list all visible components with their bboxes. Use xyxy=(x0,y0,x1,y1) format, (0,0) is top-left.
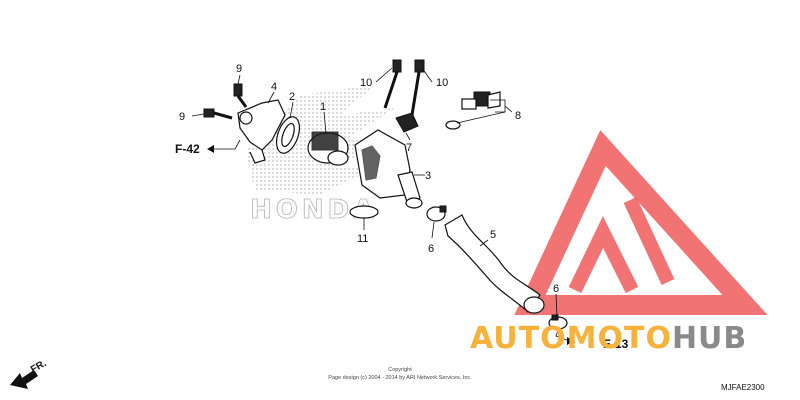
part-6-hose-clamp-upper xyxy=(426,205,447,222)
callout-3: 3 xyxy=(425,170,431,182)
leader-lines xyxy=(191,67,576,345)
part-10-bolt-right xyxy=(410,59,425,116)
callout-2: 2 xyxy=(289,91,295,103)
part-2-gasket xyxy=(275,116,301,154)
part-4-thermostat-cover xyxy=(237,99,286,164)
watermark-word-moto: MOTO xyxy=(567,321,672,356)
front-direction-arrow: FR. xyxy=(10,358,49,389)
callout-4: 4 xyxy=(271,81,277,93)
callout-8: 8 xyxy=(515,110,521,122)
part-9-bolt-left xyxy=(203,108,233,120)
part-11-o-ring xyxy=(349,205,379,219)
svg-text:AUTOMOTOHUB: AUTOMOTOHUB xyxy=(470,321,747,356)
diagram-code: MJFAE2300 xyxy=(721,383,765,392)
part-3-thermostat-housing xyxy=(354,129,423,209)
watermark-word-auto: AUTO xyxy=(470,321,567,356)
copyright-line-1: Copyright xyxy=(388,367,412,373)
part-10-bolt-left xyxy=(383,59,402,109)
callout-10-right: 10 xyxy=(436,77,448,89)
part-6-hose-clamp-lower xyxy=(548,314,568,330)
part-7-bracket xyxy=(395,112,419,133)
callout-11: 11 xyxy=(357,233,368,245)
watermark-triangle-logo xyxy=(514,130,768,315)
copyright-line-2: Page design (c) 2004 - 2014 by ARI Netwo… xyxy=(328,375,472,381)
callout-5: 5 xyxy=(490,229,496,241)
callout-9-left: 9 xyxy=(179,111,185,123)
part-5-water-hose xyxy=(444,214,545,314)
part-8-sensor xyxy=(445,91,501,130)
ref-e13: E-13 xyxy=(603,337,629,351)
ref-f42: F-42 xyxy=(175,142,200,156)
part-9-bolt-top xyxy=(233,83,248,108)
callout-6-upper: 6 xyxy=(428,243,434,255)
callout-7: 7 xyxy=(406,142,412,154)
part-1-thermostat xyxy=(307,131,349,166)
callout-9-top: 9 xyxy=(236,63,242,75)
callout-1: 1 xyxy=(320,101,326,113)
callout-6-lower: 6 xyxy=(553,283,559,295)
front-label: FR. xyxy=(29,358,49,376)
watermark-text: AUTOMOTOHUB xyxy=(470,321,747,356)
watermark-word-hub: HUB xyxy=(672,321,747,356)
callout-10-left: 10 xyxy=(360,77,372,89)
